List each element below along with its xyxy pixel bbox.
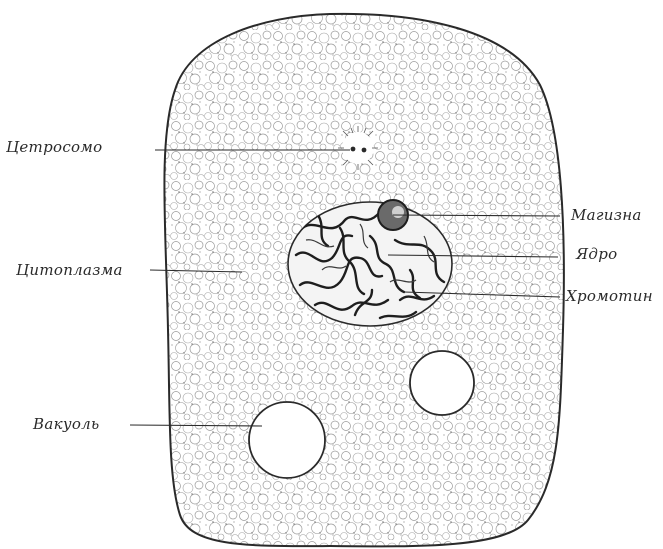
vacuole-lower bbox=[249, 402, 325, 478]
label-centrosome: Цетросомо bbox=[6, 138, 102, 156]
label-cytoplasm: Цитоплазма bbox=[16, 261, 123, 279]
label-nucleolus: Магизна bbox=[571, 206, 642, 224]
vacuole-right bbox=[410, 351, 474, 415]
label-chromatin: Хромотин bbox=[566, 287, 653, 305]
nucleus bbox=[288, 200, 452, 326]
label-nucleus: Ядро bbox=[576, 245, 617, 263]
label-vacuole: Вакуоль bbox=[33, 415, 99, 433]
